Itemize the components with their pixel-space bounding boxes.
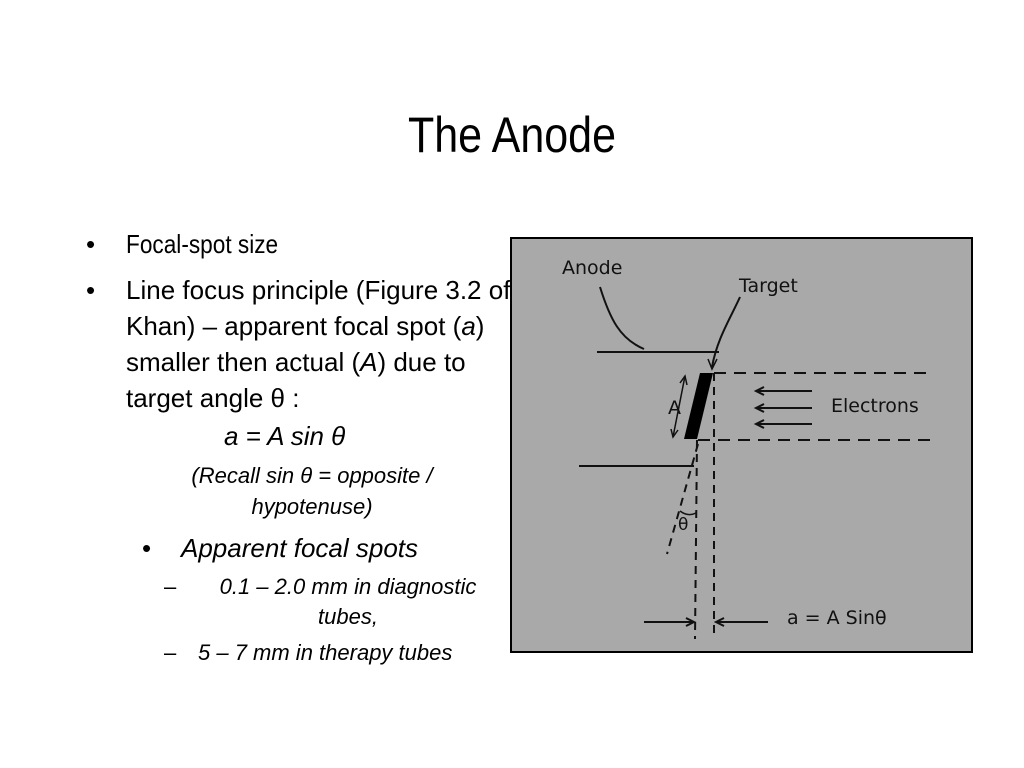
- bullet-text-block: Line focus principle (Figure 3.2 of Khan…: [126, 272, 521, 416]
- bullet-marker: •: [86, 275, 96, 305]
- symbol-a: a: [461, 311, 476, 341]
- bullet-text-part: ) due to target angle θ :: [126, 347, 466, 413]
- dash-item-diagnostic: – 0.1 – 2.0 mm in diagnostic tubes,: [86, 572, 498, 632]
- target-block: [684, 373, 713, 439]
- anode-pointer: [599, 286, 645, 350]
- dash-marker: –: [164, 640, 177, 665]
- apparent-size-arrowhead-left: [685, 617, 697, 627]
- sub-bullet-text: Apparent focal spots: [181, 533, 419, 563]
- dash-line-2: tubes,: [318, 604, 378, 629]
- sub-bullet-apparent-focal-spots: • Apparent focal spots: [86, 530, 498, 566]
- bullet-focal-spot-size: • Focal-spot size: [86, 226, 498, 262]
- label-target: Target: [739, 275, 798, 297]
- dash-marker: –: [164, 574, 177, 599]
- figure-drawing: [579, 286, 932, 640]
- dash-item-therapy: – 5 – 7 mm in therapy tubes: [86, 638, 498, 668]
- label-angle: θ: [678, 515, 689, 535]
- bullet-marker: •: [142, 533, 152, 563]
- label-anode: Anode: [562, 257, 623, 279]
- slide-title: The Anode: [407, 107, 617, 163]
- label-electrons: Electrons: [831, 395, 919, 417]
- bullet-text-part: ) smaller then actual (: [126, 311, 485, 377]
- line-focus-figure: Anode Target Electrons A θ a = A Sinθ: [510, 237, 973, 653]
- bullet-line-focus-principle: • Line focus principle (Figure 3.2 of Kh…: [86, 272, 510, 416]
- target-pointer: [711, 296, 741, 368]
- recall-line-1: (Recall sin θ = opposite /: [191, 463, 433, 488]
- actual-size-arrowhead-top: [679, 374, 688, 386]
- apparent-size-arrowhead-right: [713, 617, 725, 627]
- recall-note: (Recall sin θ = opposite / hypotenuse): [86, 460, 498, 522]
- equation: a = A sin θ: [224, 421, 346, 451]
- projection-left-dashed: [694, 439, 698, 640]
- target-angle-dashed: [666, 443, 699, 555]
- label-formula: a = A Sinθ: [787, 607, 887, 629]
- dash-line-1: 5 – 7 mm in therapy tubes: [198, 640, 453, 665]
- electron-arrowhead-1: [753, 386, 765, 396]
- bullet-text: Focal-spot size: [126, 229, 279, 259]
- symbol-A: A: [360, 347, 378, 377]
- bullet-marker: •: [86, 229, 96, 259]
- actual-size-arrowhead-bottom: [670, 428, 679, 439]
- recall-line-2: hypotenuse): [251, 494, 373, 519]
- label-actual-size: A: [668, 397, 681, 419]
- actual-size-arrow: [672, 375, 686, 438]
- angle-arc: [679, 510, 697, 516]
- electron-arrowhead-3: [753, 419, 765, 429]
- bullet-text-part: Line focus principle (Figure 3.2 of Khan…: [126, 275, 511, 341]
- dash-line-1: 0.1 – 2.0 mm in diagnostic: [219, 574, 477, 599]
- slide-body: • Focal-spot size • Line focus principle…: [86, 226, 510, 668]
- electron-arrowhead-2: [753, 403, 765, 413]
- target-pointer-arrowhead: [707, 358, 718, 371]
